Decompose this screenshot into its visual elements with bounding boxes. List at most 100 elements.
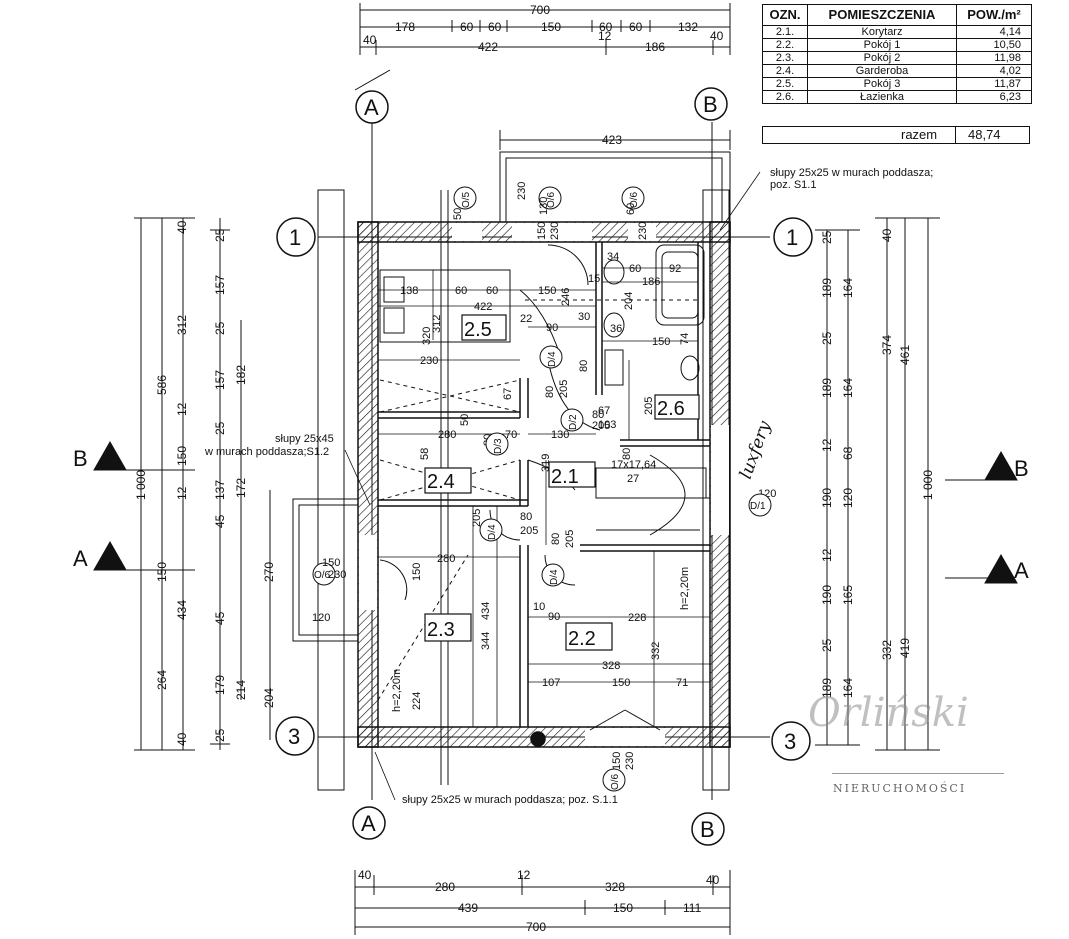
table-cell-name: Łazienka (807, 90, 957, 104)
window-dim: 130 (538, 197, 550, 215)
grid-1-left: 1 (289, 225, 301, 250)
exterior-walls (357, 221, 731, 748)
interior-dim: 332 (650, 642, 662, 660)
dim-bottom-111: 111 (683, 901, 702, 915)
right-dim-col2: 164 (841, 278, 855, 298)
left-dim-col4: 182 (234, 365, 248, 385)
interior-dim: 344 (480, 632, 492, 650)
table-cell-id: 2.1. (762, 25, 808, 39)
room-area-table: OZN. POMIESZCZENIA POW./m² 2.1. Korytarz… (762, 4, 1032, 104)
interior-dim: 130 (551, 429, 569, 441)
interior-dim: 80 (592, 409, 604, 421)
table-cell-id: 2.6. (762, 90, 808, 104)
left-dim-col2: 150 (175, 446, 189, 466)
dim-top-132: 132 (678, 20, 698, 34)
dim-top-178: 178 (395, 20, 415, 34)
right-dim-col4: 419 (898, 638, 912, 658)
window-tag-circle (479, 518, 503, 542)
total-separator (955, 127, 956, 143)
note-height-right: h=2,20m (679, 567, 691, 610)
window-tag: D/4 (547, 351, 558, 367)
section-b-right: B (1014, 456, 1029, 481)
dim-bottom-439: 439 (458, 901, 478, 915)
section-markers (93, 440, 1018, 584)
area-total-row: razem 48,74 (762, 126, 1030, 144)
interior-dim: 71 (676, 677, 688, 689)
window-tag-circle (453, 186, 477, 210)
window-dim: 150 (322, 557, 340, 569)
interior-dim: 22 (520, 313, 532, 325)
note-pillars-left-2: w murach poddasza;S1.2 (204, 446, 329, 458)
left-dim-col3: 25 (213, 228, 227, 242)
interior-dim: 280 (437, 553, 455, 565)
interior-dim: 319 (540, 454, 552, 472)
right-dimension-lines (815, 217, 940, 751)
right-dim-col2: 164 (841, 678, 855, 698)
window-tag-circle (541, 563, 565, 587)
dim-top-186: 186 (645, 40, 665, 54)
table-cell-id: 2.3. (762, 51, 808, 65)
table-header-rooms: POMIESZCZENIA (807, 4, 957, 26)
window-tag-circle (485, 432, 509, 456)
note-pillars-left: słupy 25x45 (275, 433, 334, 445)
watermark-logo: Orliński (808, 690, 969, 736)
interior-dim: 150 (612, 677, 630, 689)
room-label-2-3: 2.3 (427, 619, 455, 641)
right-dim-col1: 189 (820, 378, 834, 398)
right-dim-col2: 164 (841, 378, 855, 398)
right-dim-col3: 40 (880, 228, 894, 242)
note-height-left: h=2,20m (391, 669, 403, 712)
table-row: 2.1. Korytarz 4,14 (762, 25, 1032, 39)
interior-dim: 224 (411, 692, 423, 710)
interior-dim: 80 (520, 511, 532, 523)
dim-top-422: 422 (478, 40, 498, 54)
interior-dim: 90 (546, 322, 558, 334)
table-header-area: POW./m² (956, 4, 1032, 26)
dim-bottom-12: 12 (517, 868, 531, 882)
interior-dim: 74 (679, 333, 691, 345)
window-dim: 50 (452, 208, 464, 220)
interior-dim: 17x17,64 (611, 459, 656, 471)
interior-dim: 328 (602, 660, 620, 672)
window-tag: D/4 (487, 524, 498, 540)
bottom-dimension-lines (354, 870, 731, 935)
right-dim-col4: 1 000 (921, 470, 935, 500)
right-dim-col2: 165 (841, 585, 855, 605)
window-tag-circle (560, 408, 584, 432)
table-row: 2.5. Pokój 3 11,87 (762, 77, 1032, 91)
left-dim-col4: 172 (234, 478, 248, 498)
table-cell-area: 6,23 (956, 90, 1032, 104)
note-pillars-top: słupy 25x25 w murach poddasza; (770, 167, 933, 179)
window-tag: D/4 (549, 569, 560, 585)
interior-dim: 205 (643, 397, 655, 415)
dim-top-60a: 60 (460, 20, 474, 34)
left-dimensions: 1 00058615026440312121501243440251572515… (134, 220, 276, 746)
left-dim-col2: 40 (175, 220, 189, 234)
dim-balcony-423: 423 (602, 133, 622, 147)
window-tag: O/6 (610, 773, 621, 790)
interior-dim: 80 (621, 448, 633, 460)
window-tag-circle (748, 493, 772, 517)
note-pillars-top-pos: poz. S1.1 (770, 179, 816, 191)
window-tag: O/5 (461, 191, 472, 208)
table-row: 2.6. Łazienka 6,23 (762, 90, 1032, 104)
dim-top-60c: 60 (599, 20, 613, 34)
interior-dim: 30 (578, 311, 590, 323)
left-dim-col3: 179 (213, 675, 227, 695)
grid-bubbles (275, 87, 813, 846)
dim-top-60b: 60 (488, 20, 502, 34)
right-dim-col1: 25 (820, 230, 834, 244)
interior-dim: 312 (431, 315, 443, 333)
interior-dim-lines (378, 267, 710, 727)
interior-dim: 36 (610, 323, 622, 335)
grid-1-right: 1 (786, 225, 798, 250)
dim-top-40r: 40 (710, 29, 724, 43)
dim-top-150: 150 (541, 20, 561, 34)
dim-top-40l: 40 (363, 33, 377, 47)
interior-dim: 205 (558, 380, 570, 398)
table-cell-area: 10,50 (956, 38, 1032, 52)
interior-dim: 60 (486, 285, 498, 297)
interior-dim: 67 (502, 388, 514, 400)
interior-dim: 27 (627, 473, 639, 485)
